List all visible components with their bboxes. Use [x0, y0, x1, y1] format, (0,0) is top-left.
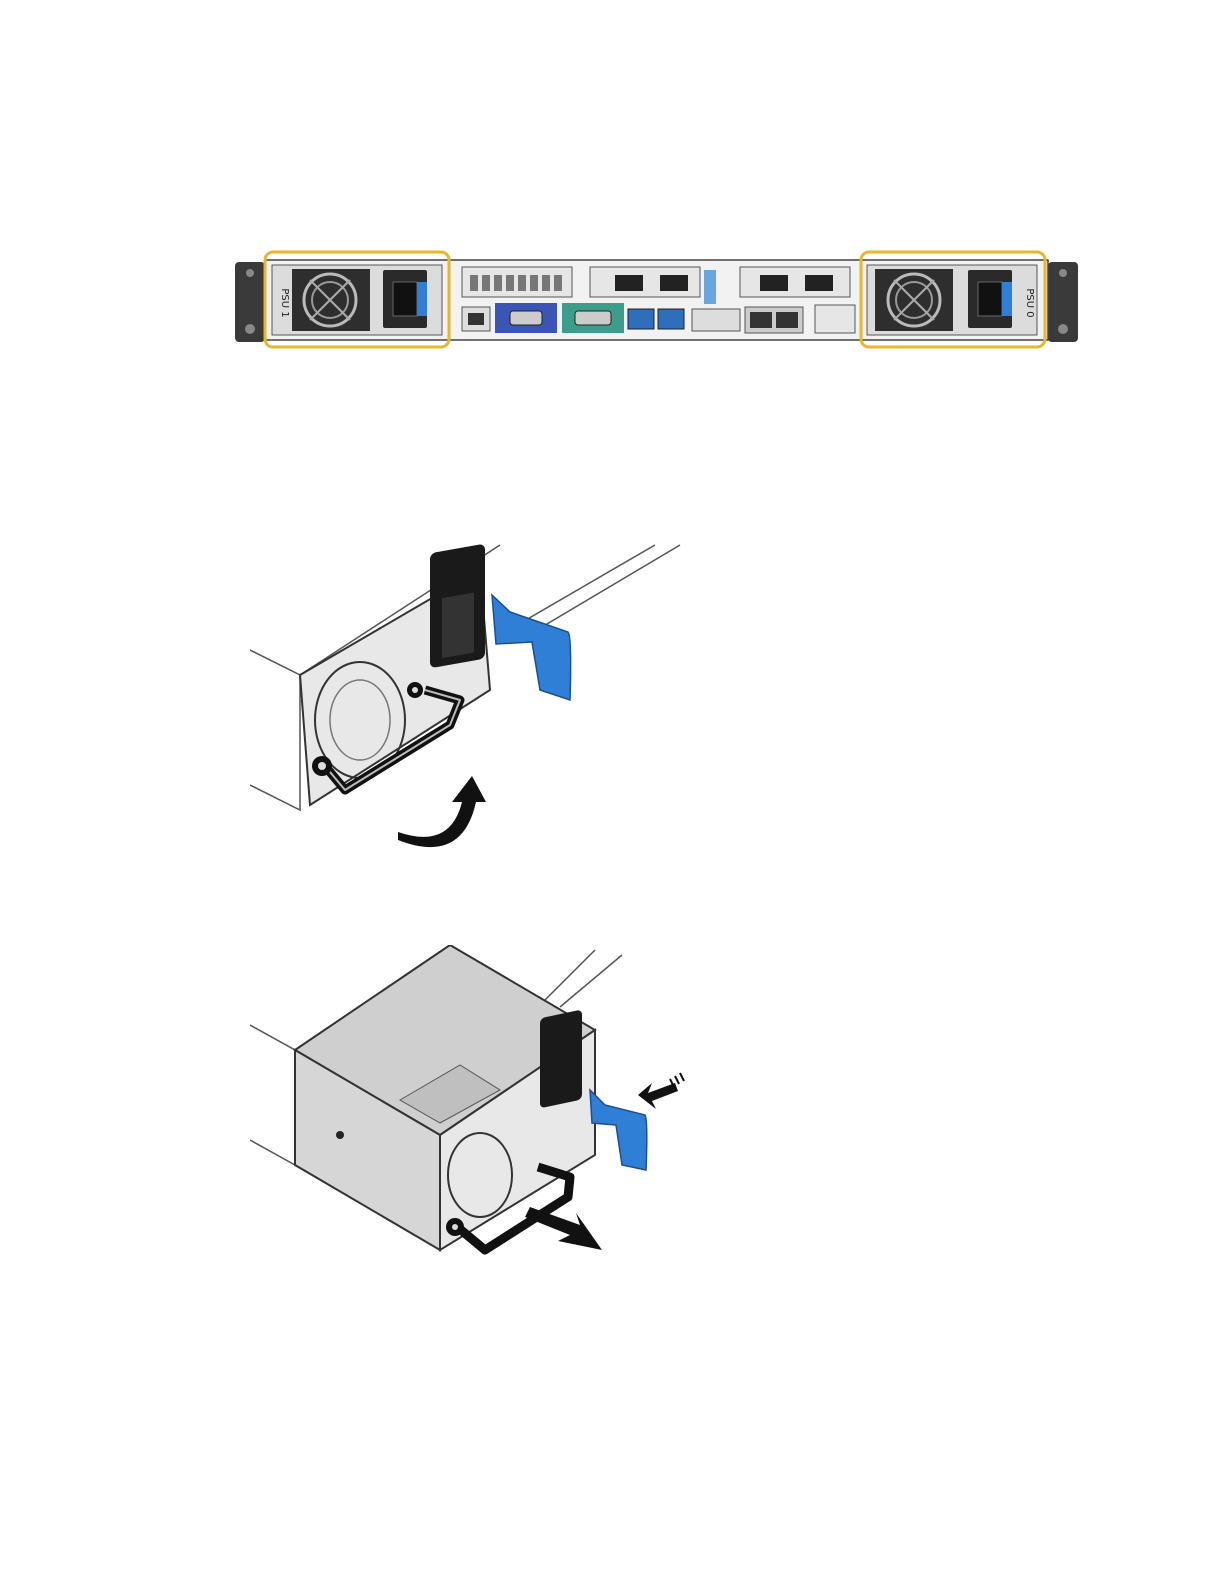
psu-1-module: [272, 265, 442, 335]
psu-removal-step-diagram: [250, 945, 710, 1265]
psu-0-latch[interactable]: [1002, 282, 1012, 316]
psu-1-latch[interactable]: [417, 282, 427, 316]
release-latch[interactable]: [590, 1090, 647, 1170]
pull-out-arrow: [525, 1207, 602, 1250]
press-latch-arrow: [638, 1073, 684, 1109]
rotate-up-arrow: [398, 776, 486, 847]
psu-0-label: PSU 0: [1024, 288, 1035, 317]
power-outlet: [540, 1009, 582, 1108]
psu-handle-step-diagram: [250, 540, 700, 860]
chassis-rear-view: PSU 1: [230, 245, 1090, 355]
psu-1-label: PSU 1: [279, 288, 290, 317]
psu-0-module: [867, 265, 1037, 335]
release-latch[interactable]: [492, 595, 571, 700]
